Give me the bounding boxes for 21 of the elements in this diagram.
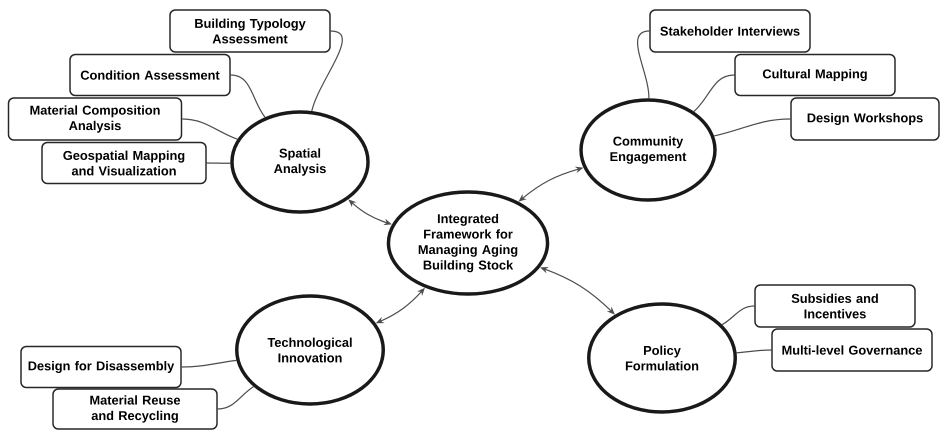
connector-line bbox=[311, 30, 343, 112]
subtopic-box: Material Composition Analysis bbox=[8, 97, 182, 141]
connector-line bbox=[206, 162, 230, 164]
subtopic-box: Geospatial Mapping and Visualization bbox=[41, 142, 207, 184]
subtopic-box: Condition Assessment bbox=[69, 54, 231, 96]
connector-line bbox=[182, 360, 236, 368]
subtopic-box: Design Workshops bbox=[790, 97, 940, 141]
connector-line bbox=[722, 305, 754, 326]
subtopic-box: Material Reuse and Recycling bbox=[52, 388, 218, 430]
subtopic-box: Multi-level Governance bbox=[771, 328, 933, 372]
connector-line bbox=[218, 386, 254, 410]
subtopic-box: Design for Disassembly bbox=[20, 346, 182, 388]
connector-line bbox=[182, 118, 238, 140]
subtopic-box: Subsidies and Incentives bbox=[754, 284, 916, 328]
subtopic-box: Building Typology Assessment bbox=[169, 9, 331, 53]
subtopic-box: Cultural Mapping bbox=[734, 54, 896, 96]
connector-line bbox=[736, 349, 772, 354]
connector-line bbox=[230, 74, 266, 118]
connector-line bbox=[714, 118, 790, 137]
subtopic-box: Stakeholder Interviews bbox=[649, 9, 811, 53]
connector-line bbox=[693, 74, 734, 112]
